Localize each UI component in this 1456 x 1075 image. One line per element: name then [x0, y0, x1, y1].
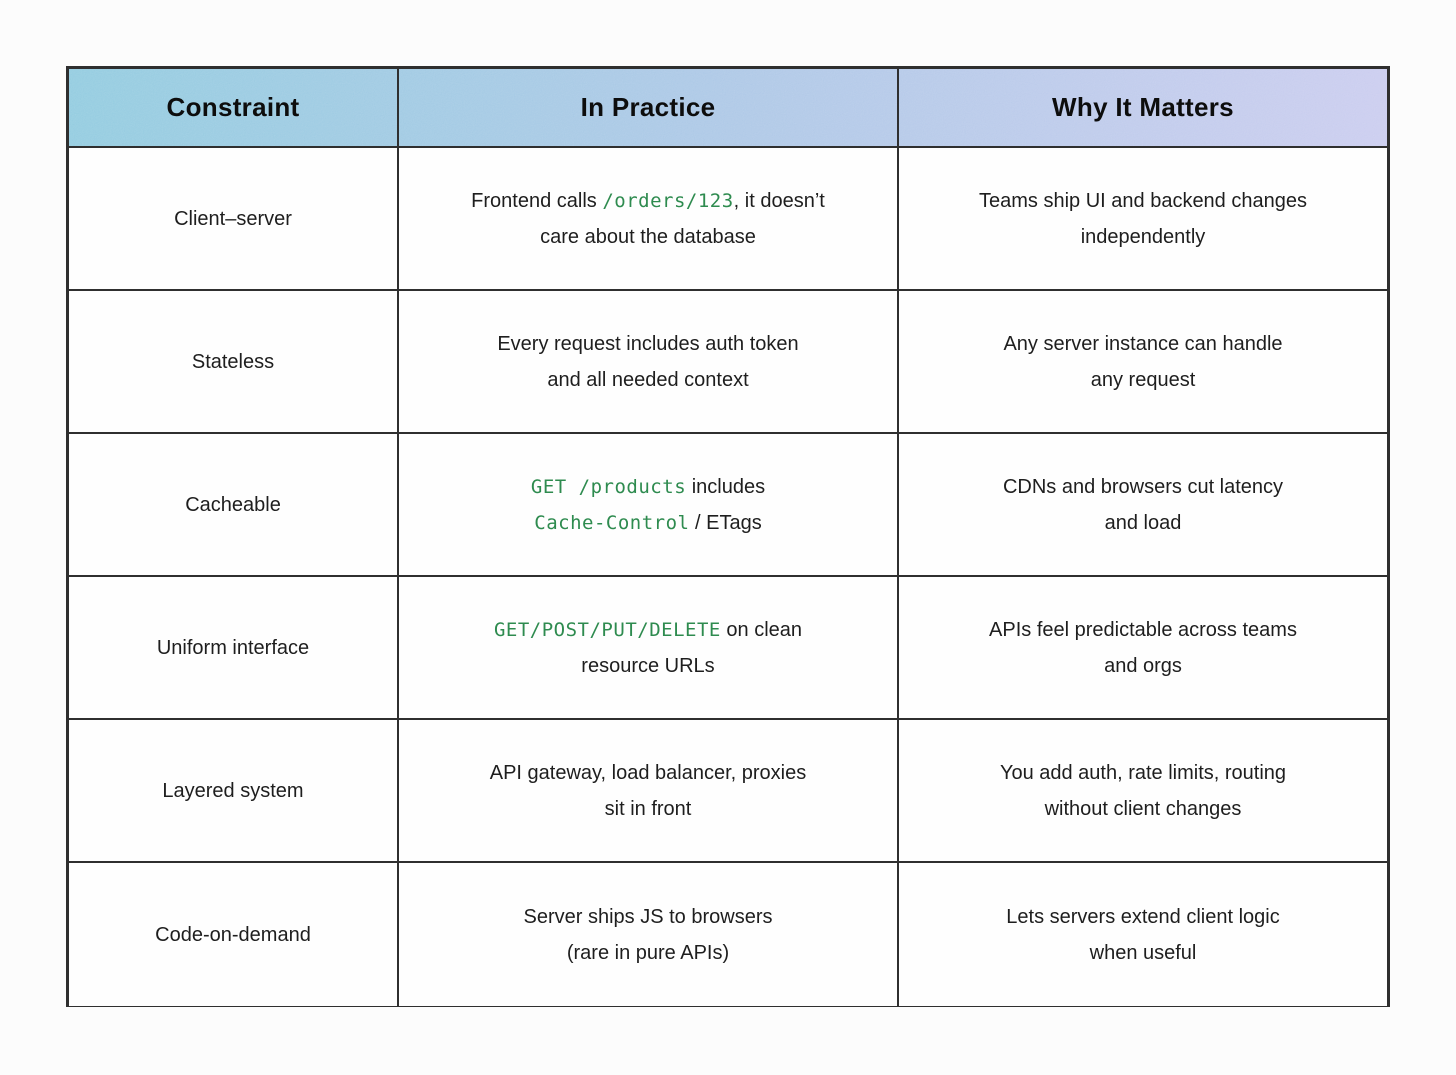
cell-line: (rare in pure APIs) [567, 935, 729, 971]
text-segment: sit in front [604, 797, 692, 820]
practice-cell: GET /products includes Cache-Control / E… [399, 434, 899, 577]
cell-line: GET/POST/PUT/DELETE on clean [494, 612, 802, 648]
inline-code: Cache-Control [534, 511, 690, 534]
cell-line: Lets servers extend client logic [1006, 899, 1279, 935]
cell-line: Uniform interface [157, 630, 309, 666]
practice-cell: GET/POST/PUT/DELETE on clean resource UR… [399, 577, 899, 720]
header-cell-constraint: Constraint [69, 69, 399, 146]
inline-code: GET /products [530, 475, 687, 498]
text-segment: Server ships JS to browsers [523, 905, 773, 928]
text-segment: Lets servers extend client logic [1006, 905, 1280, 928]
cell-line: Teams ship UI and backend changes [979, 183, 1307, 219]
header-cell-why-it-matters: Why It Matters [1052, 92, 1234, 122]
practice-cell: API gateway, load balancer, proxies sit … [399, 720, 899, 863]
cell-line: Cacheable [185, 487, 281, 523]
text-segment: You add auth, rate limits, routing [999, 761, 1287, 784]
text-segment: without client changes [1044, 797, 1242, 820]
practice-cell: Every request includes auth token and al… [399, 291, 899, 434]
cell-line: when useful [1090, 935, 1197, 971]
practice-cell: Frontend calls /orders/123, it doesn’t c… [399, 148, 899, 291]
header-cell-in-practice: In Practice [399, 69, 899, 146]
text-segment: care about the database [540, 225, 756, 248]
cell-line: without client changes [1045, 791, 1242, 827]
text-segment: / ETags [689, 511, 762, 534]
constraint-cell: Client–server [69, 148, 399, 291]
constraint-cell: Code-on-demand [69, 863, 399, 1006]
cell-line: and orgs [1104, 648, 1182, 684]
table-row: Code-on-demand Server ships JS to browse… [69, 863, 1387, 1006]
constraint-label: Uniform interface [156, 636, 310, 659]
practice-cell: Server ships JS to browsers (rare in pur… [399, 863, 899, 1006]
why-cell: CDNs and browsers cut latency and load [899, 434, 1387, 577]
constraint-cell: Cacheable [69, 434, 399, 577]
cell-line: Stateless [192, 344, 274, 380]
why-cell: Any server instance can handle any reque… [899, 291, 1387, 434]
why-cell: Teams ship UI and backend changes indepe… [899, 148, 1387, 291]
table-row: Cacheable GET /products includes Cache-C… [69, 434, 1387, 577]
cell-line: Client–server [174, 201, 292, 237]
text-segment: and all needed context [547, 368, 749, 391]
cell-line: independently [1081, 219, 1206, 255]
constraint-label: Client–server [174, 207, 292, 230]
text-segment: when useful [1089, 941, 1197, 964]
text-segment: independently [1080, 225, 1206, 248]
text-segment: Every request includes auth token [497, 332, 799, 355]
text-segment: CDNs and browsers cut latency [1002, 475, 1284, 498]
table-row: Layered system API gateway, load balance… [69, 720, 1387, 863]
constraint-cell: Uniform interface [69, 577, 399, 720]
text-segment: and orgs [1104, 654, 1182, 677]
why-cell: Lets servers extend client logic when us… [899, 863, 1387, 1006]
inline-code: GET/POST/PUT/DELETE [493, 618, 721, 641]
text-segment: Frontend calls [471, 189, 603, 212]
constraint-label: Stateless [191, 350, 275, 373]
cell-line: Any server instance can handle [1003, 326, 1282, 362]
cell-line: resource URLs [581, 648, 714, 684]
text-segment: resource URLs [581, 654, 715, 677]
constraint-label: Code-on-demand [155, 923, 311, 946]
cell-line: Cache-Control / ETags [534, 505, 761, 541]
text-segment: and load [1104, 511, 1182, 534]
text-segment: Any server instance can handle [1003, 332, 1283, 355]
cell-line: Server ships JS to browsers [524, 899, 773, 935]
text-segment: (rare in pure APIs) [566, 941, 730, 964]
constraint-cell: Layered system [69, 720, 399, 863]
cell-line: Code-on-demand [155, 917, 311, 953]
text-segment: includes [686, 475, 766, 498]
table-row: Stateless Every request includes auth to… [69, 291, 1387, 434]
cell-line: and all needed context [547, 362, 748, 398]
constraint-label: Layered system [162, 779, 304, 802]
cell-line: GET /products includes [531, 469, 765, 505]
cell-line: Frontend calls /orders/123, it doesn’t [471, 183, 825, 219]
text-segment: on clean [720, 618, 802, 641]
constraint-cell: Stateless [69, 291, 399, 434]
constraint-label: Cacheable [185, 493, 281, 516]
text-segment: any request [1090, 368, 1196, 391]
table-header: Constraint In Practice Why It Matters [69, 69, 1387, 148]
cell-line: CDNs and browsers cut latency [1003, 469, 1283, 505]
cell-line: sit in front [605, 791, 692, 827]
cell-line: any request [1091, 362, 1196, 398]
table-row: Uniform interface GET/POST/PUT/DELETE on… [69, 577, 1387, 720]
inline-code: /orders/123 [602, 189, 734, 212]
rest-constraints-table: Constraint In Practice Why It Matters Cl… [66, 66, 1390, 1007]
table-row: Client–server Frontend calls /orders/123… [69, 148, 1387, 291]
cell-line: and load [1105, 505, 1182, 541]
text-segment: Teams ship UI and backend changes [979, 189, 1307, 212]
text-segment: , it doesn’t [733, 189, 825, 212]
cell-line: APIs feel predictable across teams [989, 612, 1297, 648]
text-segment: API gateway, load balancer, proxies [489, 761, 807, 784]
cell-line: You add auth, rate limits, routing [1000, 755, 1286, 791]
text-segment: APIs feel predictable across teams [989, 618, 1297, 641]
cell-line: Every request includes auth token [497, 326, 798, 362]
why-cell: You add auth, rate limits, routing witho… [899, 720, 1387, 863]
cell-line: care about the database [540, 219, 756, 255]
cell-line: API gateway, load balancer, proxies [490, 755, 806, 791]
why-cell: APIs feel predictable across teams and o… [899, 577, 1387, 720]
cell-line: Layered system [162, 773, 303, 809]
